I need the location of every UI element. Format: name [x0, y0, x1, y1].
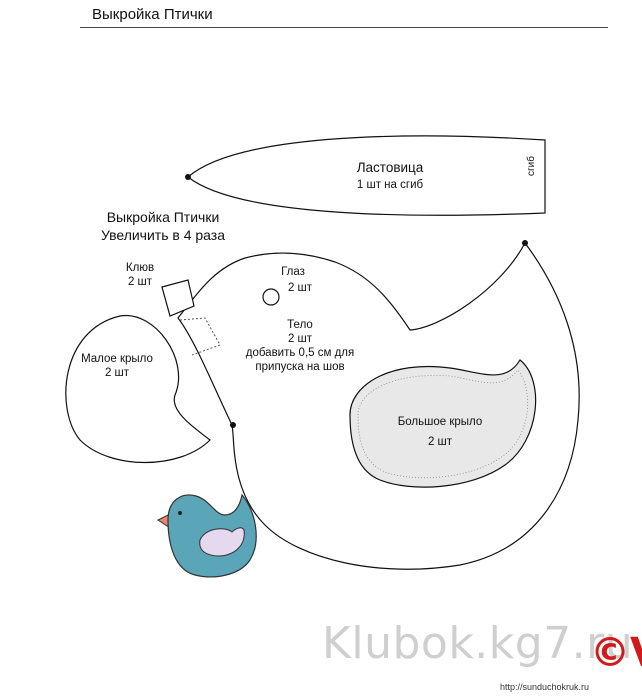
copyright-mark: ©V	[590, 630, 642, 676]
heading-line1: Выкройка Птички	[106, 209, 220, 225]
gusset-marker-dot	[185, 174, 191, 180]
gusset-qty: 1 шт на сгиб	[356, 179, 424, 191]
small-wing-qty: 2 шт	[104, 367, 130, 379]
body-note-line1: добавить 0,5 см для	[245, 347, 355, 359]
big-wing-qty: 2 шт	[427, 436, 453, 448]
big-wing-seam-dotted	[357, 369, 529, 479]
small-wing-piece	[65, 315, 211, 463]
beak-name: Клюв	[125, 262, 155, 274]
body-note-line2: припуска на шов	[255, 361, 345, 373]
heading-line2: Увеличить в 4 раза	[100, 227, 226, 243]
body-side-marker-dot	[230, 422, 236, 428]
illustration-wing	[199, 527, 245, 557]
header-divider	[80, 27, 608, 28]
body-top-marker-dot	[522, 240, 528, 246]
diagram-heading: Выкройка Птички Увеличить в 4 раза	[78, 208, 248, 244]
big-wing-piece	[349, 359, 537, 488]
beak-qty: 2 шт	[127, 276, 153, 288]
eye-piece	[262, 288, 280, 306]
body-qty: 2 шт	[287, 333, 313, 345]
beak-piece	[161, 279, 195, 317]
finished-bird-illustration	[157, 493, 257, 578]
gusset-piece	[187, 135, 546, 216]
eye-name: Глаз	[281, 266, 305, 278]
page-title: Выкройка Птички	[92, 6, 213, 23]
beak-seam-dashed	[179, 317, 221, 356]
watermark-text: Klubok.kg7.ru	[322, 618, 634, 669]
fold-label: сгиб	[526, 156, 537, 176]
small-wing-name: Малое крыло	[81, 353, 153, 365]
big-wing-name: Большое крыло	[397, 416, 483, 428]
gusset-name: Ластовица	[356, 160, 424, 175]
eye-qty: 2 шт	[287, 282, 313, 294]
illustration-eye	[178, 511, 182, 515]
body-name: Тело	[287, 319, 313, 331]
source-url: http://sunduchokruk.ru	[500, 682, 590, 692]
